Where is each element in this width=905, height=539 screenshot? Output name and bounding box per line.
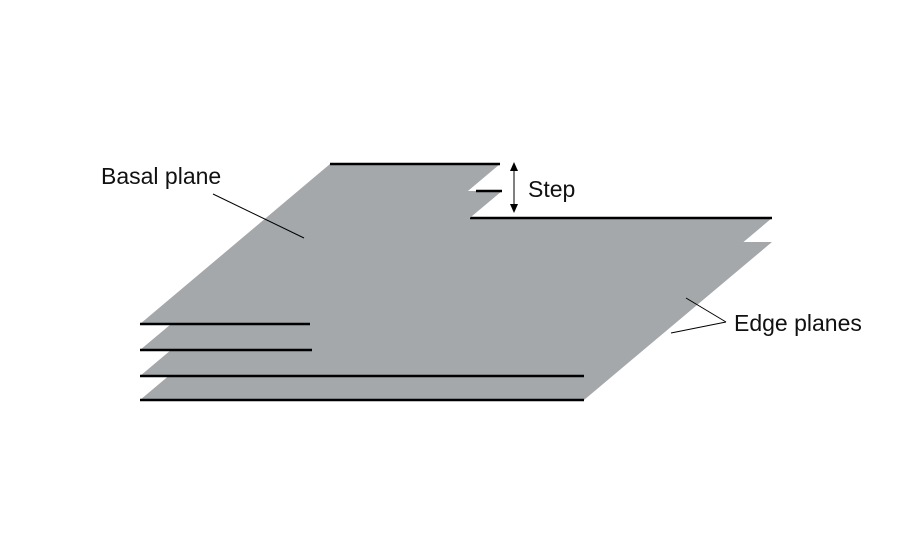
- edge-planes-leader-upper: [685, 297, 727, 323]
- edge-planes-leader-lower: [670, 321, 727, 334]
- edge-planes-label: Edge planes: [734, 310, 862, 336]
- basal-plane-label: Basal plane: [101, 163, 221, 189]
- step-label: Step: [528, 176, 575, 202]
- step-arrow-icon: [510, 162, 518, 213]
- basal-plane-leader: [212, 193, 305, 239]
- top-small-sheet: [140, 162, 500, 326]
